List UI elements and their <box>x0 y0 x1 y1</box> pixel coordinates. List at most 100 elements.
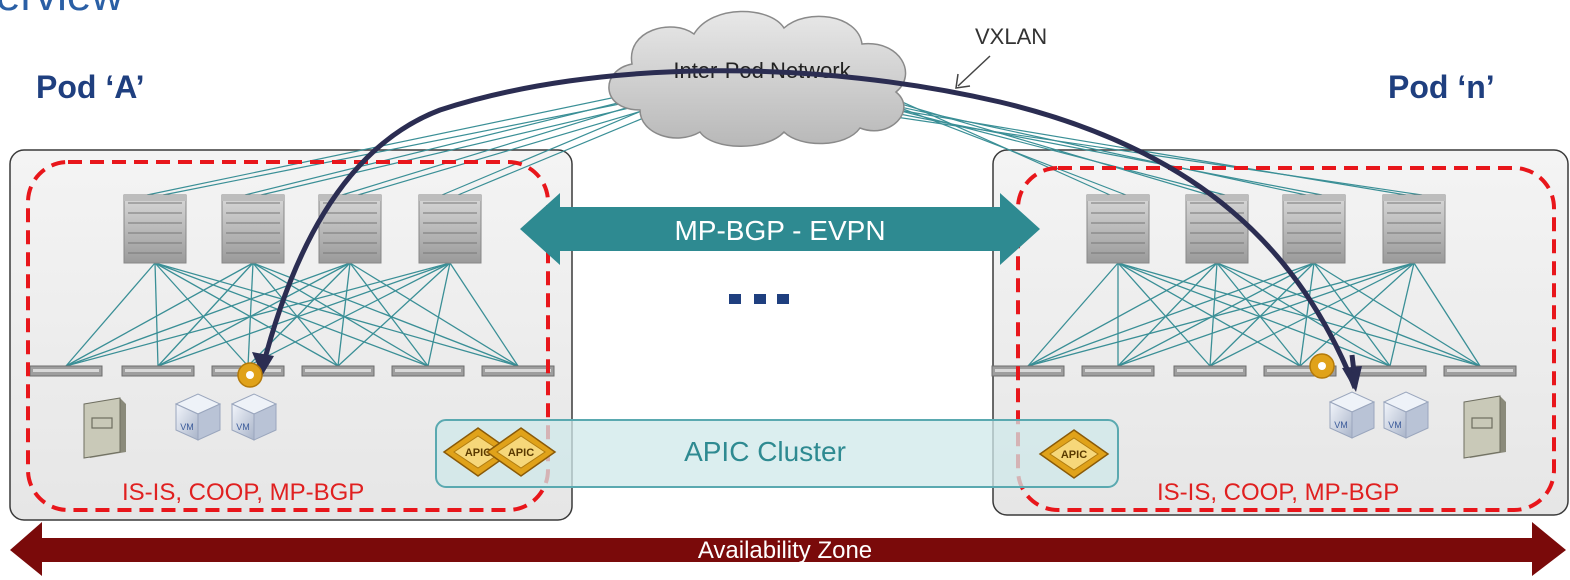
spine-switch-icon <box>1282 194 1346 264</box>
fabric-link <box>1413 262 1481 367</box>
pod-a-title: Pod ‘A’ <box>36 69 144 105</box>
fabric-link <box>1117 262 1211 367</box>
fabric-link <box>1117 262 1218 367</box>
fabric-link <box>1117 262 1391 367</box>
pod-n-control-plane-boundary <box>1016 166 1556 512</box>
leaf-switch-icon <box>1173 365 1247 377</box>
vxlan-tail <box>1349 354 1357 373</box>
ipn-uplinks <box>146 91 1423 196</box>
spine-switch-icon <box>221 194 285 264</box>
fabric-link <box>1027 262 1415 367</box>
apic-node-label: APIC <box>508 447 534 459</box>
server-icon <box>83 397 126 459</box>
fabric-link <box>427 262 451 367</box>
fabric-link <box>1313 262 1481 367</box>
vxlan-arrowhead-right <box>1342 366 1362 392</box>
fabric-link <box>65 262 254 367</box>
apic-node-label: APIC <box>1061 449 1087 461</box>
vm-icon: VM <box>1382 391 1430 439</box>
fabric-link <box>1117 262 1415 367</box>
availability-zone-arrow: Availability Zone <box>10 522 1566 576</box>
ipn-link <box>873 103 1226 196</box>
fabric-link <box>252 262 339 367</box>
fabric-link <box>1216 262 1391 367</box>
mp-bgp-evpn-label: MP-BGP - EVPN <box>674 215 885 246</box>
vxlan-pointer-arrow <box>955 55 991 89</box>
ipn-link <box>867 107 1323 196</box>
ipn-link <box>457 111 659 196</box>
fabric-link <box>247 262 351 367</box>
leaf-switch-icon <box>29 365 103 377</box>
fabric-link <box>157 262 451 367</box>
spine-switch-icon <box>1086 194 1150 264</box>
fabric-link <box>154 262 249 367</box>
availability-zone-label: Availability Zone <box>698 537 872 564</box>
ipn-link <box>162 99 641 196</box>
fabric-link <box>1299 262 1415 367</box>
fabric-link <box>1209 262 1415 367</box>
spine-switch-icon <box>418 194 482 264</box>
fabric-link <box>1117 262 1315 367</box>
fabric-link <box>1299 262 1315 367</box>
vxlan-tunnel-path <box>259 68 1358 389</box>
pod-a-spines <box>123 194 482 264</box>
fabric-link <box>252 262 519 367</box>
apic-icon: APIC <box>1038 429 1110 479</box>
slide-title-partial: erview <box>0 0 123 20</box>
fabric-link <box>247 262 451 367</box>
fabric-link <box>154 262 429 367</box>
vm-label: VM <box>236 422 250 432</box>
fabric-link <box>337 262 451 367</box>
fabric-link <box>154 262 159 367</box>
apic-cluster-band <box>435 419 1119 488</box>
vxlan-label: VXLAN <box>975 24 1047 49</box>
vm-label: VM <box>1334 420 1348 430</box>
vm-label: VM <box>1388 420 1402 430</box>
fabric-link <box>65 262 351 367</box>
fabric-link <box>157 262 351 367</box>
more-pods-ellipsis: ... <box>729 294 789 304</box>
fabric-link <box>1027 262 1218 367</box>
fabric-link <box>337 262 351 367</box>
fabric-link <box>247 262 254 367</box>
spine-switch-icon <box>1382 194 1446 264</box>
fabric-link <box>65 262 156 367</box>
fabric-link <box>154 262 339 367</box>
spine-switch-icon <box>123 194 187 264</box>
leaf-switch-icon <box>391 365 465 377</box>
ipn-link <box>357 107 653 196</box>
ipn-link <box>341 99 653 196</box>
ipn-link <box>873 95 1210 196</box>
vm-icon: VM <box>1328 391 1376 439</box>
ipn-link <box>244 95 647 196</box>
pod-n-leaves <box>991 365 1517 377</box>
leaf-switch-icon <box>1081 365 1155 377</box>
ipn-link <box>146 91 641 196</box>
fabric-link <box>1027 262 1315 367</box>
gear-icon <box>237 362 263 388</box>
fabric-link <box>1216 262 1481 367</box>
fabric-link <box>1216 262 1301 367</box>
vxlan-arrowhead-left <box>252 352 274 376</box>
pod-a-control-plane-boundary <box>26 160 550 512</box>
fabric-link <box>349 262 429 367</box>
leaf-switch-icon <box>1443 365 1517 377</box>
leaf-switch-icon <box>991 365 1065 377</box>
fabric-link <box>349 262 519 367</box>
fabric-link <box>252 262 429 367</box>
server-icon <box>1463 395 1506 459</box>
vm-label: VM <box>180 422 194 432</box>
leaf-switch-icon <box>1263 365 1337 377</box>
pod-a-fabric-links <box>65 262 519 367</box>
leaf-switch-icon <box>1353 365 1427 377</box>
vm-icon: VM <box>174 393 222 441</box>
ipn-link <box>867 99 1307 196</box>
fabric-link <box>1117 262 1481 367</box>
fabric-link <box>154 262 519 367</box>
spine-switch-icon <box>1185 194 1249 264</box>
gear-icon <box>1309 353 1335 379</box>
fabric-link <box>65 262 451 367</box>
leaf-switch-icon <box>121 365 195 377</box>
